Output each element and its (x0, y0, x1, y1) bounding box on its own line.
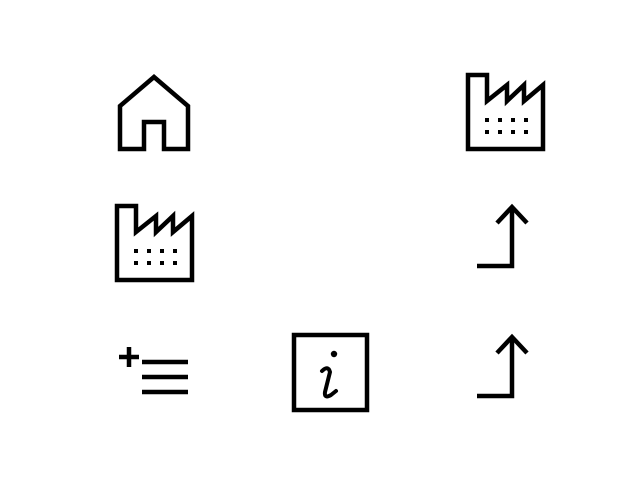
info-icon (287, 328, 375, 418)
home-icon (112, 70, 196, 156)
turn-up-arrow-icon (470, 328, 536, 404)
add-to-list-icon (112, 340, 196, 404)
turn-up-arrow-icon (470, 198, 536, 274)
factory-icon (462, 68, 552, 158)
factory-icon (111, 199, 201, 289)
